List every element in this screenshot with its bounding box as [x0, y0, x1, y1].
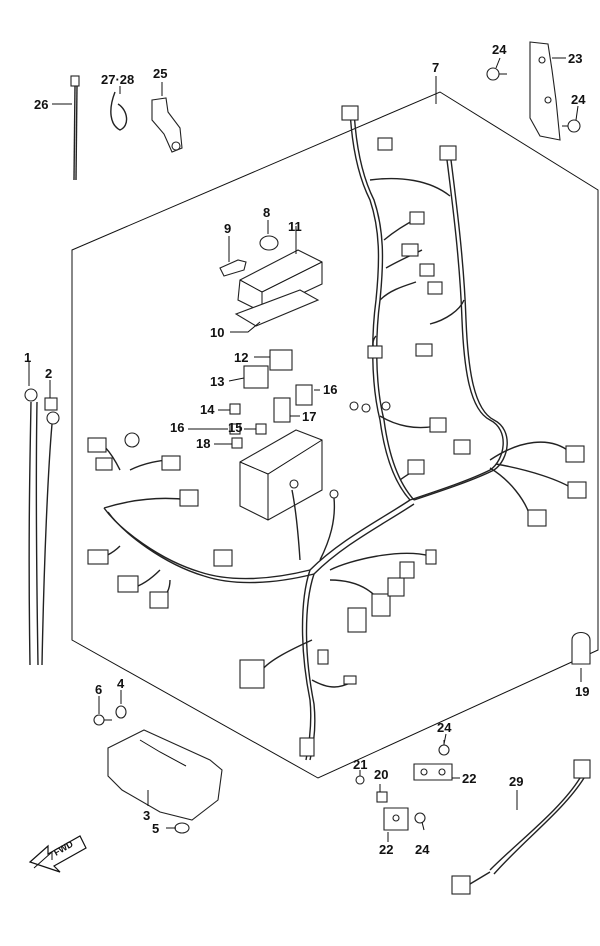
callout-labels: 1 2 3 4 5 6 7 8 9 10 11 12 13 14 15 16 1…	[24, 42, 589, 857]
main-harness-part	[87, 105, 587, 761]
callout-29: 29	[509, 774, 523, 789]
extension-cable-part	[451, 759, 591, 895]
relay-parts	[243, 349, 293, 389]
callout-24-right: 24	[571, 92, 586, 107]
fwd-arrow-icon: FWD	[28, 835, 87, 873]
callout-4: 4	[117, 676, 125, 691]
callout-15: 15	[228, 420, 242, 435]
callout-11: 11	[288, 219, 302, 234]
callout-1: 1	[24, 350, 31, 365]
clamp-part	[151, 97, 183, 153]
callout-5: 5	[152, 821, 159, 836]
battery-cable-part	[24, 388, 60, 666]
cap-part	[571, 631, 591, 665]
callout-22-bottom: 22	[379, 842, 393, 857]
fuse-box-part	[239, 429, 323, 521]
callout-7: 7	[432, 60, 439, 75]
callout-24-mid: 24	[437, 720, 452, 735]
leader-lines	[28, 57, 582, 842]
callout-12: 12	[234, 350, 248, 365]
lower-hardware-parts	[355, 740, 453, 831]
callout-13: 13	[210, 374, 224, 389]
callout-16-right: 16	[323, 382, 337, 397]
callout-9: 9	[224, 221, 231, 236]
assembly-outline	[71, 91, 599, 779]
callout-26: 26	[34, 97, 48, 112]
callout-19: 19	[575, 684, 589, 699]
callout-20: 20	[374, 767, 388, 782]
callout-24-top: 24	[492, 42, 507, 57]
lower-bracket-part	[93, 705, 223, 834]
callout-6: 6	[95, 682, 102, 697]
callout-27-28: 27·28	[101, 72, 134, 87]
callout-21: 21	[353, 757, 367, 772]
callout-10: 10	[210, 325, 224, 340]
callout-8: 8	[263, 205, 270, 220]
callout-14: 14	[200, 402, 215, 417]
junction-box-part	[219, 235, 323, 327]
clip-part	[110, 91, 128, 131]
callout-22-right: 22	[462, 771, 476, 786]
callout-18: 18	[196, 436, 210, 451]
fuse-parts	[229, 384, 313, 449]
callout-17: 17	[302, 409, 316, 424]
callout-3: 3	[143, 808, 150, 823]
callout-2: 2	[45, 366, 52, 381]
callout-23: 23	[568, 51, 582, 66]
cable-tie-part	[70, 75, 80, 181]
callout-24-bottom: 24	[415, 842, 430, 857]
callout-25: 25	[153, 66, 167, 81]
callout-16-left: 16	[170, 420, 184, 435]
bracket-part	[486, 41, 581, 141]
